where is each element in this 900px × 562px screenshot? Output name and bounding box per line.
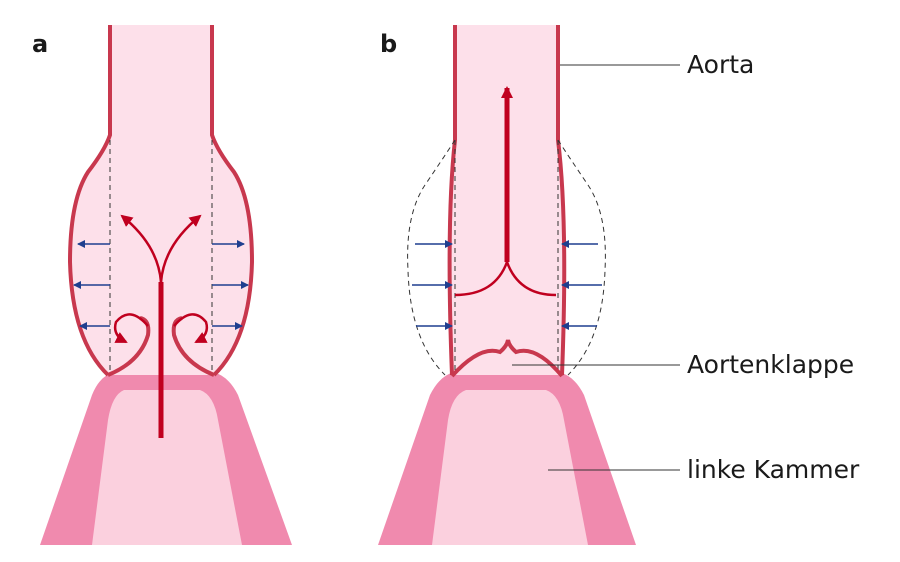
aortic-valve-label: Aortenklappe <box>687 350 855 379</box>
panel-b-aorta-wall-left <box>447 25 457 376</box>
panel-a-aorta-wall-right <box>210 25 255 377</box>
panel-b-diagram <box>378 25 636 545</box>
panel-label-b: b <box>380 30 398 58</box>
panel-b-previous-wall-outline-right <box>557 139 606 376</box>
left-ventricle-label: linke Kammer <box>687 455 860 484</box>
panel-a-valve-leaflet-left <box>107 316 151 377</box>
panel-label-a: a <box>32 30 49 58</box>
panel-a-flow-arrow-left <box>120 214 163 283</box>
panel-b-valve-closed <box>450 339 564 378</box>
panel-a-valve-leaflet-right <box>171 316 215 377</box>
panel-a-flow-arrow-right <box>159 214 202 283</box>
panel-b-previous-wall-outline-left <box>407 139 456 376</box>
panel-a-vortex-arrow-left <box>113 313 149 344</box>
panel-b-flow-fork <box>454 258 557 297</box>
panel-a-diagram <box>40 25 292 545</box>
panel-a-vortex-arrow-right <box>173 313 209 344</box>
aorta-label: Aorta <box>687 50 755 79</box>
panel-b-ventricle-lumen <box>432 390 588 545</box>
panel-a-ventricle-lumen <box>92 390 242 545</box>
panel-a-aorta-wall-left <box>67 25 112 377</box>
panel-a-aorta-lumen <box>70 25 252 375</box>
panel-b-aorta-wall-right <box>556 25 567 376</box>
